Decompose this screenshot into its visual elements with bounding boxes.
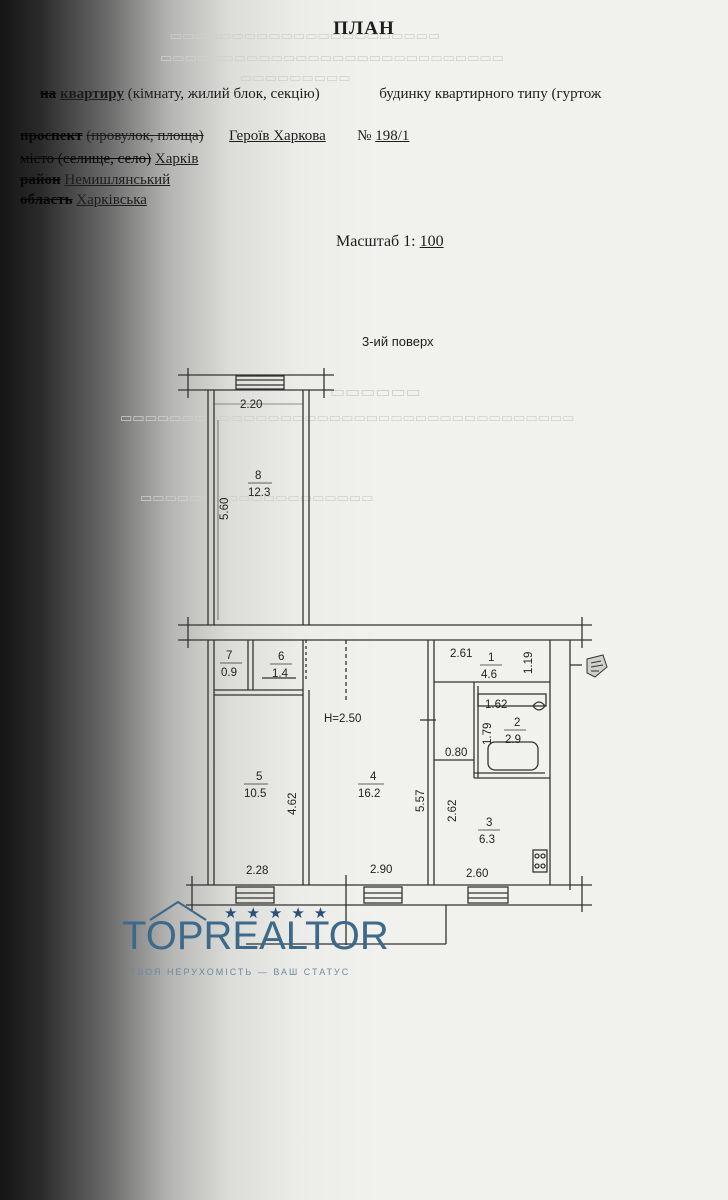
bath-length-label: 1.79 xyxy=(482,723,494,745)
room8-number: 8 xyxy=(255,470,261,482)
street-line: проспект (провулок, площа) Героїв Харков… xyxy=(20,128,410,144)
room3-area: 6.3 xyxy=(479,834,495,846)
room4-area: 16.2 xyxy=(358,788,380,800)
room4-number: 4 xyxy=(370,771,377,783)
page-title: ПЛАН xyxy=(333,18,395,39)
room1-number: 1 xyxy=(488,652,494,664)
room3-number: 3 xyxy=(486,817,492,829)
brand-tagline: ТВОЯ НЕРУХОМІСТЬ — ВАШ СТАТУС xyxy=(130,967,351,977)
brand-top: TOP xyxy=(122,914,204,958)
kitchen-length-label: 2.62 xyxy=(447,800,459,822)
balcony-width-label: 2.20 xyxy=(240,399,262,411)
floor-label: 3-ий поверх xyxy=(362,334,434,349)
object-line: на квартиру (кімнату, жилий блок, секцію… xyxy=(40,86,602,102)
ceiling-height-label: H=2.50 xyxy=(324,713,361,725)
district-line: район Немишлянський xyxy=(20,172,171,188)
room5-number: 5 xyxy=(256,771,262,783)
room8-area: 12.3 xyxy=(248,487,270,499)
room4-width-label: 2.90 xyxy=(370,864,392,876)
room4-length-label: 5.57 xyxy=(415,790,427,812)
room7-area: 0.9 xyxy=(221,667,237,679)
room6-number: 6 xyxy=(278,651,284,663)
window-room5 xyxy=(235,886,275,904)
bath-width-label: 1.62 xyxy=(485,699,507,711)
toprealtor-watermark: ★★★★★ TOPREALTOR ТВОЯ НЕРУХОМІСТЬ — ВАШ … xyxy=(122,900,389,977)
room6-area: 1.4 xyxy=(272,668,289,680)
balcony-length-label: 5.60 xyxy=(219,498,231,520)
room2-number: 2 xyxy=(514,717,520,729)
room2-area: 2.9 xyxy=(505,734,521,746)
window-room4 xyxy=(363,886,403,904)
room5-area: 10.5 xyxy=(244,788,266,800)
rating-stars-icon: ★★★★★ xyxy=(224,905,337,922)
hall-length-label: 1.19 xyxy=(523,652,535,674)
entrance-door-icon xyxy=(586,654,608,678)
region-line: область Харківська xyxy=(20,192,147,208)
kitchen-width-label: 2.60 xyxy=(466,868,488,880)
brand-rest: REALTOR xyxy=(203,914,389,958)
room7-number: 7 xyxy=(226,650,232,662)
roof-icon xyxy=(149,900,207,921)
city-line: місто (селище, село) Харків xyxy=(20,151,199,167)
scale-line: Масштаб 1: 100 xyxy=(336,233,444,250)
hall-width-label: 2.61 xyxy=(450,648,472,660)
room1-area: 4.6 xyxy=(481,669,497,681)
balcony-window xyxy=(235,375,285,390)
bath-fixture xyxy=(477,693,547,707)
room5-width-label: 2.28 xyxy=(246,865,268,877)
window-kitchen xyxy=(467,886,509,904)
room5-length-label: 4.62 xyxy=(287,793,299,815)
corridor-width-label: 0.80 xyxy=(445,747,467,759)
